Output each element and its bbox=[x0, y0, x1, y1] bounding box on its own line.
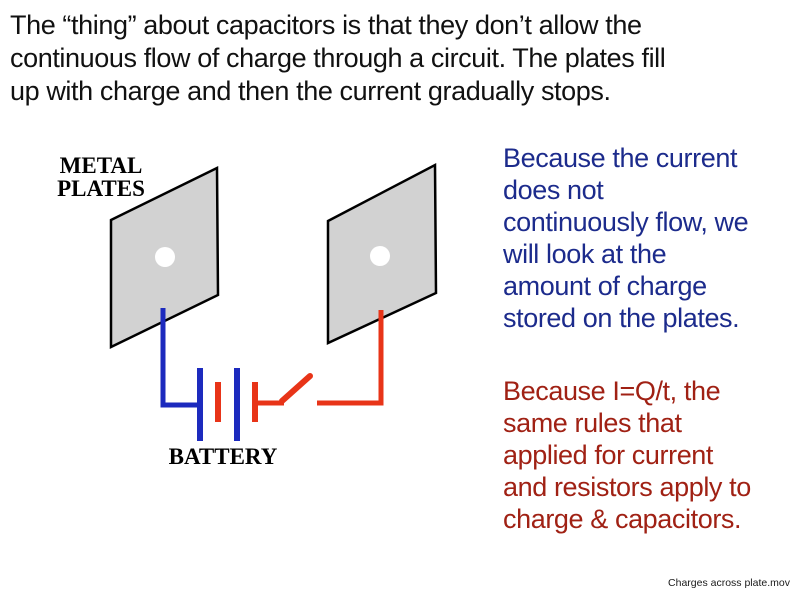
notes-column: Because the current does not continuousl… bbox=[503, 142, 797, 535]
metal-plates-label: METAL PLATES bbox=[40, 154, 162, 200]
blue-note-paragraph: Because the current does not continuousl… bbox=[503, 142, 797, 334]
red-note-line-1: Because I=Q/t, the bbox=[503, 376, 721, 406]
blue-note-line-4: will look at the bbox=[503, 239, 667, 269]
blue-wire bbox=[160, 308, 200, 408]
red-note-line-4: and resistors apply to bbox=[503, 472, 751, 502]
open-switch-arm bbox=[279, 373, 313, 404]
red-note-paragraph: Because I=Q/t, the same rules that appli… bbox=[503, 375, 797, 535]
blue-note-line-2: does not bbox=[503, 175, 604, 205]
battery-label: BATTERY bbox=[168, 444, 278, 469]
blue-note-line-1: Because the current bbox=[503, 143, 738, 173]
red-note-line-5: charge & capacitors. bbox=[503, 504, 742, 534]
metal-plates-label-line-1: METAL bbox=[59, 153, 143, 178]
slide-title: The “thing” about capacitors is that the… bbox=[10, 9, 666, 108]
movie-link[interactable]: Charges across plate.mov bbox=[668, 577, 790, 589]
left-plate-hole bbox=[155, 247, 175, 267]
title-line-3: up with charge and then the current grad… bbox=[10, 76, 611, 106]
blue-note-line-5: amount of charge bbox=[503, 271, 707, 301]
blue-note-line-3: continuously flow, we bbox=[503, 207, 749, 237]
red-note-line-2: same rules that bbox=[503, 408, 682, 438]
title-line-1: The “thing” about capacitors is that the… bbox=[10, 10, 642, 40]
right-plate-hole bbox=[370, 246, 390, 266]
metal-plates-label-line-2: PLATES bbox=[57, 176, 145, 201]
title-line-2: continuous flow of charge through a circ… bbox=[10, 43, 666, 73]
red-wire bbox=[317, 310, 384, 406]
blue-note-line-6: stored on the plates. bbox=[503, 303, 740, 333]
red-note-line-3: applied for current bbox=[503, 440, 714, 470]
